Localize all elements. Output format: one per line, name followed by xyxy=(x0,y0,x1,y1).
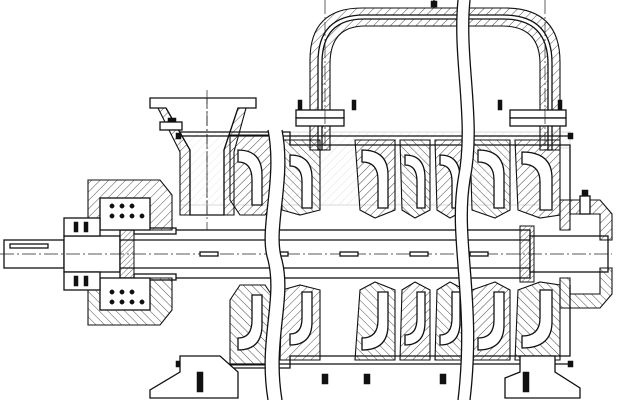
crossover-pipe xyxy=(309,0,561,151)
impellers-lower xyxy=(237,289,553,351)
bearing-balls xyxy=(73,203,145,305)
casing-feet xyxy=(149,355,581,399)
impellers-upper xyxy=(237,149,553,211)
bearing-housing-right xyxy=(559,189,613,309)
bearing-housing-left xyxy=(63,179,173,326)
centerlines xyxy=(206,0,546,230)
tie-bolts xyxy=(175,132,574,368)
pipe-flanges xyxy=(295,99,567,127)
break-lines xyxy=(264,0,475,401)
